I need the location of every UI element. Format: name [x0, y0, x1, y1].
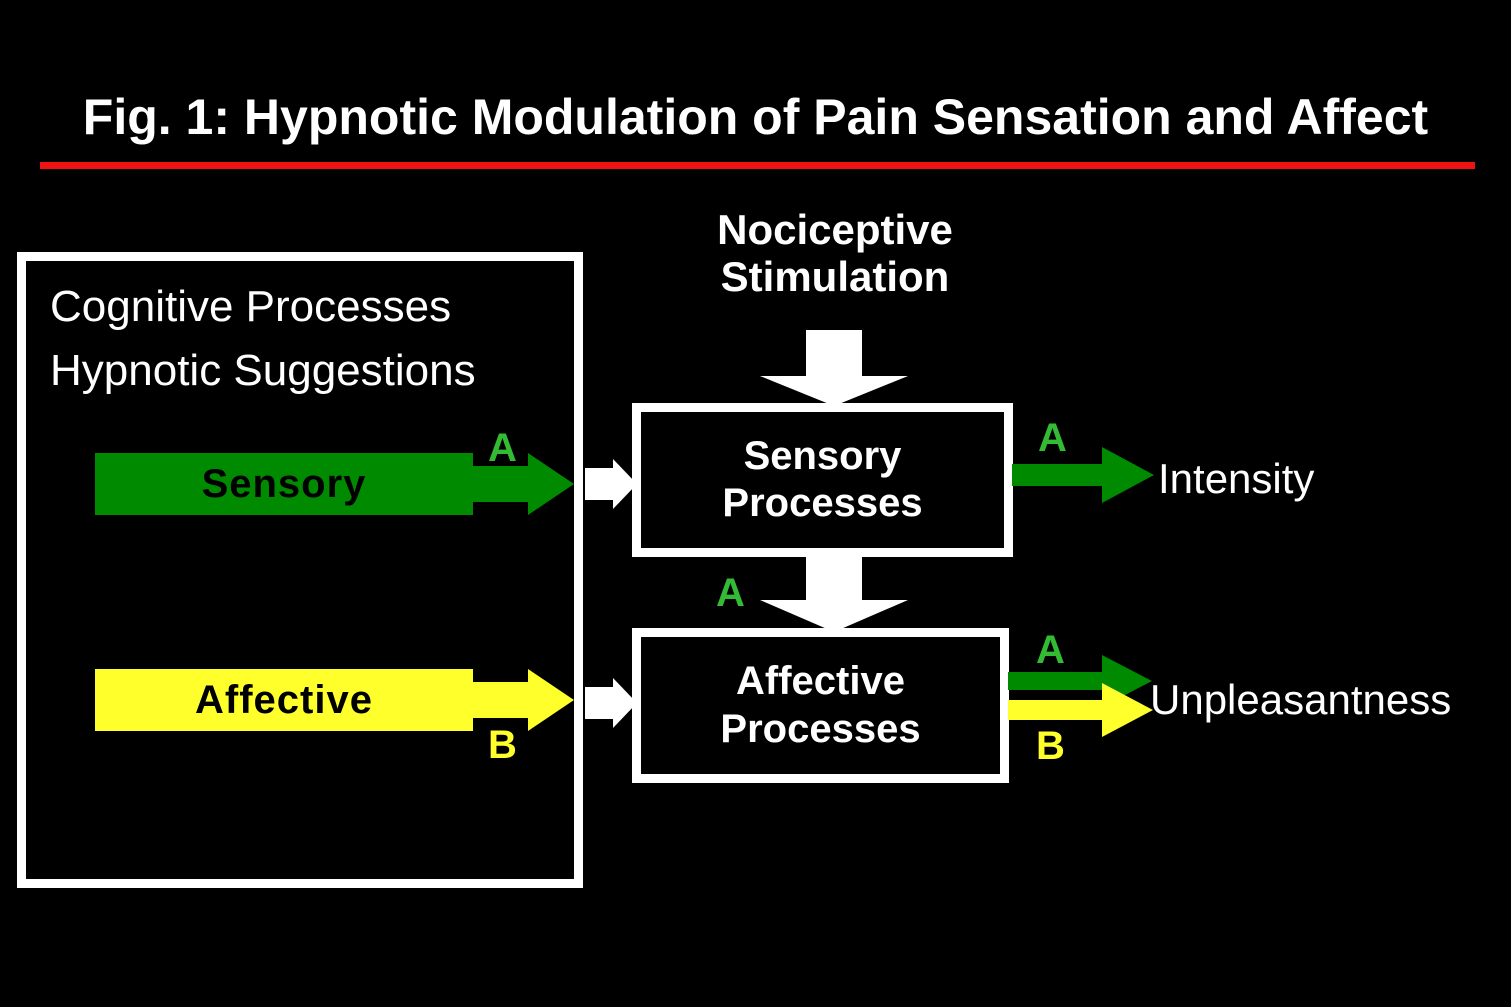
sensory-suggestion-arrow-icon — [470, 453, 574, 515]
process-box-affective-line2: Processes — [720, 706, 921, 751]
affective-suggestion-arrow-icon — [470, 669, 574, 731]
tag-a-unpleasantness-output: A — [1036, 628, 1065, 672]
suggestion-bar-affective: Affective — [95, 669, 473, 731]
arrow-head — [528, 453, 574, 515]
arrow-shaft — [1008, 700, 1108, 720]
arrow-shaft — [1008, 672, 1108, 690]
arrow-shaft — [806, 554, 862, 606]
arrow-head — [760, 376, 908, 406]
process-box-affective: Affective Processes — [632, 628, 1009, 783]
cognitive-panel-heading-line2: Hypnotic Suggestions — [50, 346, 476, 395]
arrow-shaft — [470, 466, 532, 502]
output-label-unpleasantness: Unpleasantness — [1150, 676, 1452, 723]
suggestion-bar-sensory: Sensory — [95, 453, 473, 515]
process-box-affective-line1: Affective — [736, 659, 905, 704]
tag-a-internal-link: A — [716, 571, 745, 615]
arrow-head — [1102, 447, 1154, 503]
arrow-head — [528, 669, 574, 731]
tag-b-affective-suggestion: B — [488, 723, 517, 767]
process-box-sensory-line2: Processes — [722, 481, 923, 525]
connector-arrow-to-sensory-processes-icon — [585, 459, 637, 509]
nociceptive-stimulation-line1: Nociceptive — [717, 206, 953, 253]
connector-arrow-to-affective-processes-icon — [585, 678, 637, 728]
nociceptive-stimulation-line2: Stimulation — [720, 253, 950, 301]
unpleasantness-output-arrow-b-icon — [1008, 683, 1153, 737]
arrow-shaft — [585, 468, 617, 500]
title-underline-rule — [40, 162, 1475, 169]
cognitive-panel-heading-line1: Cognitive Processes — [50, 282, 452, 331]
arrow-head — [1102, 683, 1153, 737]
output-label-intensity: Intensity — [1158, 455, 1315, 502]
tag-b-unpleasantness-output: B — [1036, 724, 1065, 768]
sensory-to-affective-down-arrow-icon — [760, 554, 908, 632]
arrow-shaft — [585, 687, 617, 719]
arrow-shaft — [1012, 464, 1108, 486]
figure-title: Fig. 1: Hypnotic Modulation of Pain Sens… — [82, 89, 1429, 145]
nociceptive-stimulation-heading: Nociceptive Stimulation — [640, 206, 1030, 300]
intensity-output-arrow-icon — [1012, 447, 1154, 503]
process-box-sensory: Sensory Processes — [632, 403, 1013, 557]
nociceptive-stimulation-down-arrow-icon — [760, 330, 908, 406]
cognitive-processes-panel: Cognitive Processes Hypnotic Suggestions — [17, 252, 583, 888]
arrow-shaft — [806, 330, 862, 382]
arrow-shaft — [470, 682, 532, 718]
tag-a-sensory-suggestion: A — [488, 426, 517, 470]
tag-a-intensity-output: A — [1038, 416, 1067, 460]
process-box-sensory-line1: Sensory — [743, 433, 902, 478]
arrow-head — [760, 600, 908, 632]
